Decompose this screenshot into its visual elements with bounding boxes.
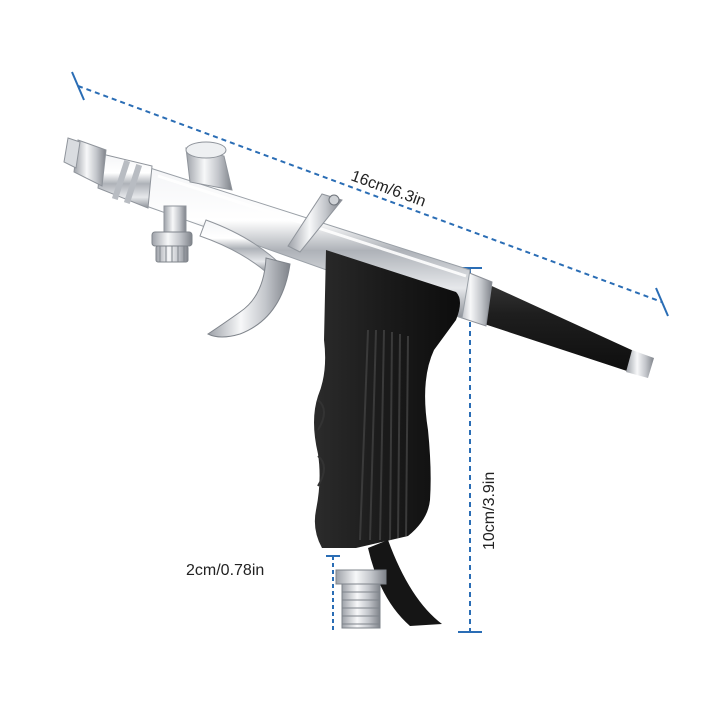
pistol-grip [314,250,460,626]
length-guide [71,71,669,317]
grip-ribs [359,329,409,541]
nozzle [63,137,153,209]
airbrush [63,137,654,629]
top-valve [185,141,233,191]
rear-tube [455,269,654,378]
fitting-guide [326,555,340,630]
fitting-label: 2cm/0.78in [186,562,264,579]
air-adjust-knob [151,205,193,263]
length-label: 16cm/6.3in [349,168,428,211]
height-label: 10cm/3.9in [481,472,498,550]
air-fitting [335,569,387,629]
trigger [199,193,343,338]
